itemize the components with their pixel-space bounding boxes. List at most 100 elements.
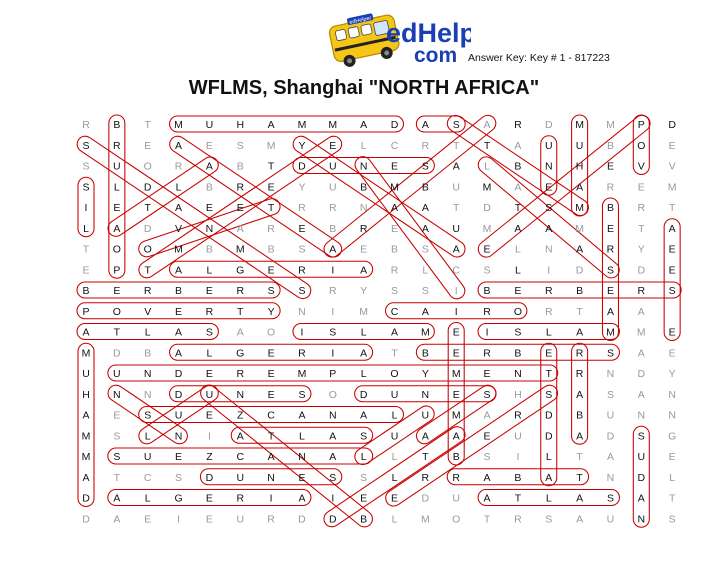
grid-letter: N	[175, 430, 183, 442]
answer-loop	[540, 342, 558, 487]
grid-letter: M	[421, 327, 430, 339]
grid-letter: U	[236, 472, 244, 484]
grid-letter: U	[607, 410, 615, 422]
grid-letter: E	[638, 181, 645, 193]
grid-letter: M	[328, 119, 337, 131]
grid-letter: R	[483, 306, 491, 318]
grid-letter: L	[422, 264, 428, 276]
grid-letter: T	[144, 202, 151, 214]
grid-letter: A	[453, 161, 460, 173]
grid-letter: T	[669, 202, 676, 214]
grid-letter: D	[175, 368, 183, 380]
grid-letter: E	[484, 244, 491, 256]
grid-letter: R	[82, 119, 90, 131]
grid-letter: R	[236, 285, 244, 297]
grid-letter: B	[607, 140, 614, 152]
grid-letter: M	[575, 223, 584, 235]
grid-letter: L	[361, 451, 367, 463]
grid-letter: A	[113, 493, 120, 505]
school-bus-icon: edHelper	[328, 13, 400, 67]
grid-letter: N	[422, 389, 430, 401]
answer-loop	[477, 488, 620, 507]
grid-letter: U	[452, 223, 460, 235]
grid-letter: A	[237, 327, 244, 339]
grid-letter: N	[514, 368, 522, 380]
grid-letter: P	[329, 368, 336, 380]
grid-letter: T	[391, 347, 398, 359]
grid-letter: N	[206, 223, 214, 235]
grid-letter: R	[298, 347, 306, 359]
answer-loop	[77, 342, 95, 508]
grid-letter: E	[360, 493, 367, 505]
grid-letter: S	[329, 327, 336, 339]
grid-letter: S	[175, 472, 182, 484]
answer-loop	[446, 468, 590, 486]
grid-letter: B	[484, 285, 491, 297]
answer-loop	[108, 114, 126, 279]
grid-letter: E	[82, 264, 89, 276]
grid-letter: T	[237, 306, 244, 318]
grid-letter: D	[360, 389, 368, 401]
grid-letter: R	[576, 347, 584, 359]
grid-letter: A	[237, 223, 244, 235]
grid-letter: D	[206, 472, 214, 484]
grid-letter: S	[545, 513, 552, 525]
grid-letter: M	[575, 202, 584, 214]
grid-letter: N	[298, 306, 306, 318]
grid-letter: S	[514, 327, 521, 339]
edhelper-logo[interactable]: edHelper edHelper. com	[326, 2, 471, 68]
grid-letter: R	[514, 410, 522, 422]
grid-letter: D	[298, 161, 306, 173]
grid-letter: U	[422, 410, 430, 422]
grid-letter: E	[268, 181, 275, 193]
grid-letter: R	[298, 264, 306, 276]
answer-loops	[76, 114, 682, 528]
grid-letter: B	[144, 347, 151, 359]
answer-loop	[77, 176, 95, 238]
grid-letter: A	[422, 223, 429, 235]
grid-letter: P	[113, 264, 120, 276]
grid-letter: M	[82, 451, 91, 463]
grid-letter: O	[144, 244, 152, 256]
grid-letter: U	[391, 389, 399, 401]
answer-loop	[292, 135, 466, 258]
grid-letter: E	[206, 140, 213, 152]
grid-letter: A	[453, 430, 460, 442]
answer-loop	[323, 426, 466, 528]
grid-letter: D	[82, 493, 90, 505]
grid-letter: H	[514, 389, 522, 401]
grid-letter: D	[329, 513, 337, 525]
grid-letter: T	[515, 202, 522, 214]
logo-text-edhelper: edHelper.	[386, 18, 471, 48]
answer-loop	[76, 281, 281, 299]
grid-letter: E	[206, 513, 213, 525]
grid-letter: E	[206, 410, 213, 422]
grid-letter: C	[391, 306, 399, 318]
grid-letter: U	[514, 430, 522, 442]
grid-letter: I	[486, 327, 489, 339]
grid-letter: T	[546, 368, 553, 380]
grid-letter: N	[236, 389, 244, 401]
grid-letter: M	[390, 181, 399, 193]
answer-loop	[477, 114, 651, 258]
grid-letter: S	[669, 285, 676, 297]
grid-letter: U	[206, 119, 214, 131]
grid-letter: A	[607, 306, 614, 318]
grid-letter: D	[545, 119, 553, 131]
grid-letter: S	[422, 285, 429, 297]
grid-letter: E	[669, 264, 676, 276]
grid-letter: L	[145, 430, 151, 442]
grid-letter: D	[298, 513, 306, 525]
grid-letter: A	[514, 223, 521, 235]
grid-letter: E	[237, 202, 244, 214]
grid-letter: N	[113, 389, 121, 401]
grid-letter: N	[545, 244, 553, 256]
grid-letter: A	[422, 202, 429, 214]
answer-loop	[169, 385, 312, 403]
grid-letter: E	[514, 285, 521, 297]
answer-loop	[571, 342, 589, 445]
grid-letter: S	[329, 472, 336, 484]
grid-letter: E	[545, 181, 552, 193]
grid-letter: L	[114, 181, 120, 193]
grid-letter: H	[236, 119, 244, 131]
